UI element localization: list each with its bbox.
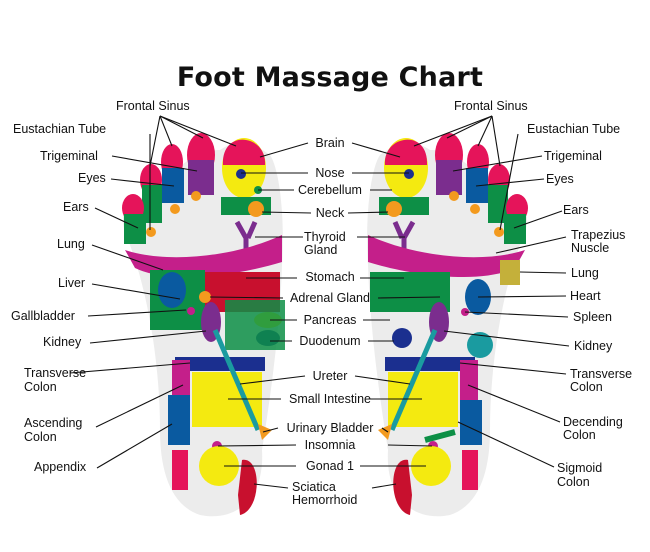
label-left-frontal-sinus: Frontal Sinus [116, 99, 190, 113]
right-sigmoid-line [424, 429, 456, 443]
left-toe-2-base [188, 160, 214, 195]
left-appendix-area [168, 395, 190, 445]
label-right-decending-colon-2: Colon [563, 428, 596, 442]
label-left-liver: Liver [58, 276, 86, 290]
left-transverse-colon [175, 357, 265, 371]
label-right-transverse-colon-1: Transverse [570, 367, 633, 381]
label-thyroid-2: Gland [304, 243, 338, 257]
label-left-appendix: Appendix [34, 460, 87, 474]
left-lung-band [125, 235, 282, 278]
label-left-transverse-colon-2: Colon [24, 380, 57, 394]
label-brain: Brain [315, 136, 345, 150]
right-brain-red [384, 139, 428, 165]
label-left-transverse-colon-1: Transverse [24, 366, 87, 380]
label-pancreas: Pancreas [303, 313, 357, 327]
left-toe-5-base [124, 214, 146, 244]
label-right-spleen: Spleen [573, 310, 612, 324]
right-toe-5-base [504, 214, 526, 244]
label-nose: Nose [315, 166, 345, 180]
left-brain-red [222, 139, 266, 165]
right-ear-dot [494, 227, 504, 237]
right-bladder [378, 424, 392, 440]
left-heel-red [172, 450, 188, 490]
label-left-ascending-colon-1: Ascending [24, 416, 83, 430]
right-gonad [411, 446, 451, 486]
left-trigem-dot [191, 191, 201, 201]
label-sciatica-1: Sciatica [292, 480, 336, 494]
label-left-eyes: Eyes [78, 171, 106, 185]
left-foot [122, 133, 285, 517]
right-thyroid-shape [392, 220, 416, 250]
label-right-decending-colon-1: Decending [563, 415, 623, 429]
label-right-lung: Lung [571, 266, 599, 280]
left-adrenal [199, 291, 211, 303]
label-right-heart: Heart [570, 289, 601, 303]
label-cerebellum: Cerebellum [298, 183, 362, 197]
right-lung-band [368, 235, 525, 278]
label-thyroid-1: Thyroid [304, 230, 346, 244]
label-right-ears: Ears [563, 203, 589, 217]
right-sigmoid-area [460, 400, 482, 445]
label-right-frontal-sinus: Frontal Sinus [454, 99, 528, 113]
label-right-trapezius-2: Nuscle [571, 241, 610, 255]
right-ureter [389, 329, 438, 431]
left-nose-dot [236, 169, 246, 179]
label-neck: Neck [315, 206, 345, 220]
right-heel-red [462, 450, 478, 490]
right-trigem-dot [449, 191, 459, 201]
label-left-trigeminal: Trigeminal [40, 149, 98, 163]
left-mid-green [225, 300, 285, 350]
label-left-eustachian-tube: Eustachian Tube [13, 122, 107, 136]
right-toe-2-base [436, 160, 462, 195]
left-ear-dot [146, 227, 156, 237]
label-right-kidney: Kidney [574, 339, 613, 353]
label-left-kidney: Kidney [43, 335, 82, 349]
label-stomach: Stomach [305, 270, 355, 284]
label-right-eyes: Eyes [546, 172, 574, 186]
left-ureter [212, 329, 261, 431]
right-neck-dot [386, 201, 402, 217]
label-gonad: Gonad 1 [306, 459, 354, 473]
label-left-lung: Lung [57, 237, 85, 251]
left-gallbladder [187, 307, 195, 315]
label-right-sigmoid-colon-1: Sigmoid [557, 461, 603, 475]
right-transverse-colon [385, 357, 475, 371]
label-sciatica-2: Hemorrhoid [292, 493, 358, 507]
right-nose-dot [404, 169, 414, 179]
label-adrenal-gland: Adrenal Gland [290, 291, 370, 305]
right-duodenum [392, 328, 412, 348]
label-right-trapezius-1: Trapezius [571, 228, 626, 242]
right-olive-patch [500, 260, 520, 285]
right-foot [367, 133, 528, 517]
label-ureter: Ureter [312, 369, 348, 383]
label-duodenum: Duodenum [299, 334, 361, 348]
right-eye-dot [470, 204, 480, 214]
left-thyroid-shape [234, 220, 258, 250]
left-liver [158, 272, 186, 308]
page-title: Foot Massage Chart [176, 62, 484, 93]
left-neck-dot [248, 201, 264, 217]
label-left-ears: Ears [63, 200, 89, 214]
label-right-sigmoid-colon-2: Colon [557, 475, 590, 489]
label-insomnia: Insomnia [304, 438, 356, 452]
label-right-eustachian-tube: Eustachian Tube [527, 122, 621, 136]
leader-lines [69, 115, 570, 489]
right-sciatica [393, 459, 412, 515]
label-left-ascending-colon-2: Colon [24, 430, 57, 444]
left-toe-4-base [142, 185, 162, 223]
left-eye-dot [170, 204, 180, 214]
left-sciatica [238, 459, 257, 515]
label-small-intestine: Small Intestine [289, 392, 371, 406]
label-right-transverse-colon-2: Colon [570, 380, 603, 394]
left-gonad [199, 446, 239, 486]
label-urinary-bladder: Urinary Bladder [286, 421, 374, 435]
right-teal-dot [467, 332, 493, 358]
label-right-trigeminal: Trigeminal [544, 149, 602, 163]
label-left-gallbladder: Gallbladder [11, 309, 75, 323]
